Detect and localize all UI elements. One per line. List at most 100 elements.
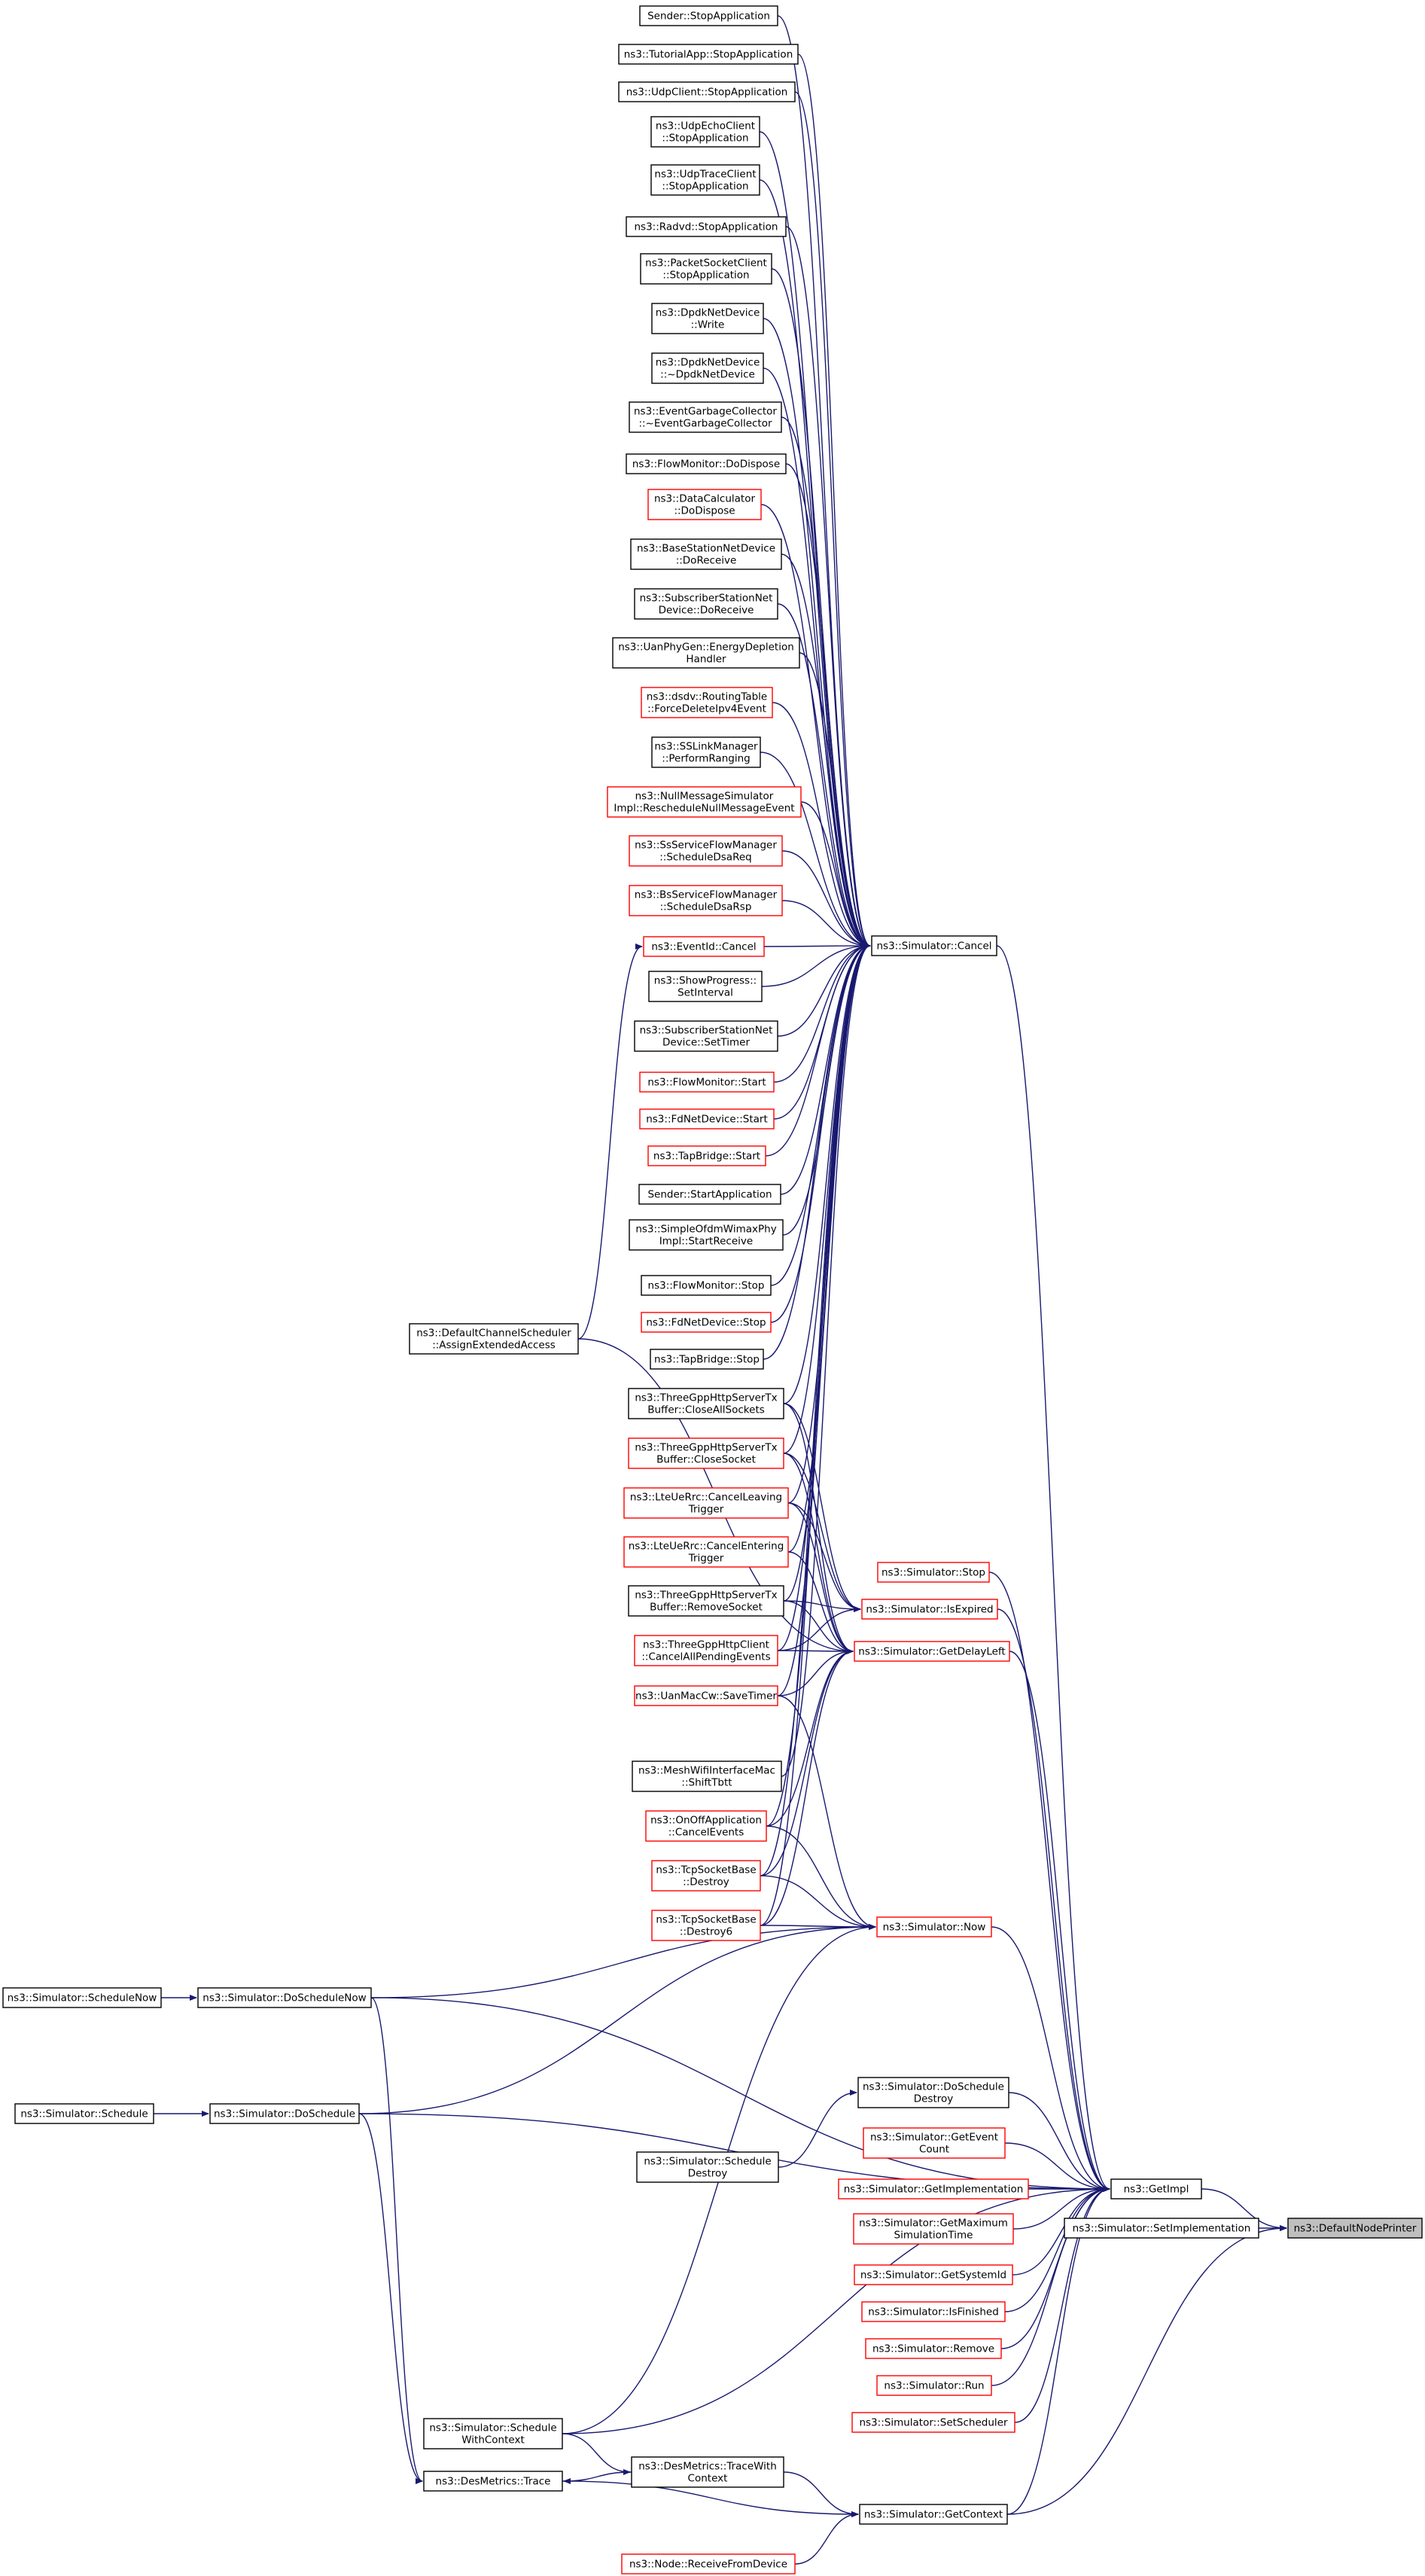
graph-node-eventid-cancel[interactable]: ns3::EventId::Cancel	[643, 936, 765, 957]
graph-node-desmetrics-trace[interactable]: ns3::DesMetrics::Trace	[423, 2471, 563, 2492]
graph-node-radvd-stop[interactable]: ns3::Radvd::StopApplication	[626, 216, 787, 237]
call-edge	[799, 652, 871, 949]
call-edge	[777, 943, 871, 1037]
graph-node-packetsocket-stop[interactable]: ns3::PacketSocketClient::StopApplication	[640, 253, 772, 285]
graph-node-http-closeall[interactable]: ns3::ThreeGppHttpServerTxBuffer::CloseAl…	[628, 1388, 784, 1419]
node-label-line: ns3::Simulator::GetImplementation	[844, 2184, 1024, 2196]
graph-node-flowmon-dispose[interactable]: ns3::FlowMonitor::DoDispose	[626, 453, 787, 474]
graph-node-node-receive[interactable]: ns3::Node::ReceiveFromDevice	[621, 2553, 796, 2574]
node-box	[639, 5, 778, 26]
graph-node-flowmon-stop[interactable]: ns3::FlowMonitor::Stop	[641, 1275, 772, 1296]
graph-node-ssflow-dsareq[interactable]: ns3::SsServiceFlowManager::ScheduleDsaRe…	[629, 835, 783, 867]
node-label-line: Trigger	[688, 1504, 724, 1516]
node-box	[651, 1860, 761, 1892]
call-edge	[562, 2433, 631, 2475]
graph-node-sim-doschedulenow[interactable]: ns3::Simulator::DoScheduleNow	[197, 1987, 372, 2008]
graph-node-sim-remove[interactable]: ns3::Simulator::Remove	[865, 2338, 1002, 2359]
graph-node-simpleofdm[interactable]: ns3::SimpleOfdmWimaxPhyImpl::StartReceiv…	[629, 1219, 784, 1251]
call-edge	[763, 943, 871, 1360]
graph-node-http-removesock[interactable]: ns3::ThreeGppHttpServerTxBuffer::RemoveS…	[628, 1585, 784, 1617]
call-edge	[787, 1551, 854, 1654]
graph-node-http-closesock[interactable]: ns3::ThreeGppHttpServerTxBuffer::CloseSo…	[628, 1437, 784, 1469]
call-edge	[1004, 2186, 1110, 2312]
node-label-line: ::StopApplication	[662, 133, 748, 145]
graph-node-sim-schedule[interactable]: ns3::Simulator::Schedule	[14, 2103, 154, 2124]
call-edge	[794, 91, 871, 949]
graph-node-onoff-cancel[interactable]: ns3::OnOffApplication::CancelEvents	[645, 1810, 767, 1842]
call-edge	[771, 268, 871, 949]
node-label-line: ::~EventGarbageCollector	[638, 418, 772, 430]
graph-node-http-cancelall[interactable]: ns3::ThreeGppHttpClient::CancelAllPendin…	[634, 1635, 778, 1666]
graph-node-sim-run[interactable]: ns3::Simulator::Run	[876, 2375, 992, 2396]
call-edge	[760, 504, 871, 949]
graph-node-ssnd-receive[interactable]: ns3::SubscriberStationNetDevice::DoRecei…	[634, 588, 778, 620]
graph-node-sim-doschedule[interactable]: ns3::Simulator::DoSchedule	[209, 2103, 360, 2124]
graph-node-tcp-destroy6[interactable]: ns3::TcpSocketBase::Destroy6	[651, 1910, 761, 1941]
graph-node-egc-dtor[interactable]: ns3::EventGarbageCollector::~EventGarbag…	[629, 401, 782, 433]
node-label-line: Device::SetTimer	[662, 1037, 750, 1049]
graph-node-fdnet-stop[interactable]: ns3::FdNetDevice::Stop	[641, 1312, 772, 1333]
graph-node-sim-isexpired[interactable]: ns3::Simulator::IsExpired	[861, 1599, 998, 1620]
graph-node-sim-schedulenow[interactable]: ns3::Simulator::ScheduleNow	[2, 1987, 162, 2008]
graph-node-bsnd-receive[interactable]: ns3::BaseStationNetDevice::DoReceive	[630, 538, 782, 570]
graph-node-flowmon-start[interactable]: ns3::FlowMonitor::Start	[639, 1072, 775, 1093]
graph-node-datacalc-dispose[interactable]: ns3::DataCalculator::DoDispose	[647, 489, 762, 520]
graph-node-bsflow-dsarsp[interactable]: ns3::BsServiceFlowManager::ScheduleDsaRs…	[629, 885, 783, 916]
graph-node-sim-stop[interactable]: ns3::Simulator::Stop	[877, 1562, 990, 1583]
graph-node-sim-cancel[interactable]: ns3::Simulator::Cancel	[871, 935, 997, 956]
graph-node-sslink-ranging[interactable]: ns3::SSLinkManager::PerformRanging	[651, 736, 761, 768]
graph-node-sim-isfinished[interactable]: ns3::Simulator::IsFinished	[861, 2301, 1006, 2322]
call-edge	[577, 944, 643, 1340]
graph-node-udpclient-stop[interactable]: ns3::UdpClient::StopApplication	[618, 81, 796, 102]
graph-node-tapbridge-start[interactable]: ns3::TapBridge::Start	[647, 1145, 766, 1166]
graph-node-getimpl[interactable]: ns3::GetImpl	[1110, 2178, 1202, 2200]
graph-node-ssnd-settimer[interactable]: ns3::SubscriberStationNetDevice::SetTime…	[634, 1020, 778, 1052]
graph-node-sim-getimplementation[interactable]: ns3::Simulator::GetImplementation	[838, 2178, 1029, 2200]
graph-node-tutorial-stop[interactable]: ns3::TutorialApp::StopApplication	[618, 44, 799, 65]
graph-node-sim-setimplementation[interactable]: ns3::Simulator::SetImplementation	[1064, 2218, 1259, 2239]
graph-node-sim-getdelayleft[interactable]: ns3::Simulator::GetDelayLeft	[854, 1641, 1010, 1662]
node-label-line: Impl::StartReceive	[659, 1236, 753, 1248]
graph-node-nullmsg[interactable]: ns3::NullMessageSimulatorImpl::Reschedul…	[607, 786, 802, 818]
node-box	[871, 935, 997, 956]
graph-node-uanmac-savetimer[interactable]: ns3::UanMacCw::SaveTimer	[634, 1685, 778, 1706]
node-label-line: ns3::BaseStationNetDevice	[637, 543, 775, 555]
node-box	[209, 2103, 360, 2124]
node-box	[651, 1910, 761, 1941]
call-edge	[781, 850, 871, 949]
graph-node-dpdk-write[interactable]: ns3::DpdkNetDevice::Write	[651, 303, 764, 334]
call-edge	[562, 2186, 1110, 2434]
graph-node-sender-startapp[interactable]: Sender::StartApplication	[638, 1184, 781, 1205]
graph-node-showprogress[interactable]: ns3::ShowProgress::SetInterval	[648, 971, 763, 1002]
graph-node-meshwifi-shift[interactable]: ns3::MeshWifiInterfaceMac::ShiftTbtt	[632, 1761, 782, 1792]
node-label-line: ns3::DpdkNetDevice	[656, 307, 760, 319]
graph-node-sim-getsystemid[interactable]: ns3::Simulator::GetSystemId	[854, 2264, 1013, 2285]
graph-node-sim-now[interactable]: ns3::Simulator::Now	[876, 1916, 992, 1937]
graph-node-stopapp-sender[interactable]: Sender::StopApplication	[639, 5, 778, 26]
node-label-line: Sender::StopApplication	[647, 11, 770, 23]
graph-node-tcp-destroy[interactable]: ns3::TcpSocketBase::Destroy	[651, 1860, 761, 1892]
graph-node-dsdv-force[interactable]: ns3::dsdv::RoutingTable::ForceDeleteIpv4…	[641, 687, 773, 718]
node-label-line: ns3::FdNetDevice::Start	[646, 1114, 768, 1126]
graph-node-udptrace-stop[interactable]: ns3::UdpTraceClient::StopApplication	[650, 164, 760, 196]
node-label-line: ns3::FdNetDevice::Stop	[646, 1317, 766, 1329]
node-box	[628, 1388, 784, 1419]
graph-node-sim-getcontext[interactable]: ns3::Simulator::GetContext	[859, 2504, 1008, 2525]
graph-node-defaultchan[interactable]: ns3::DefaultChannelScheduler::AssignExte…	[409, 1323, 579, 1355]
graph-node-udpecho-stop[interactable]: ns3::UdpEchoClient::StopApplication	[650, 116, 760, 148]
graph-node-fdnet-start[interactable]: ns3::FdNetDevice::Start	[639, 1108, 775, 1129]
graph-node-sim-setscheduler[interactable]: ns3::Simulator::SetScheduler	[851, 2412, 1015, 2433]
node-label-line: ns3::DataCalculator	[654, 493, 756, 505]
graph-node-tapbridge-stop[interactable]: ns3::TapBridge::Stop	[650, 1349, 764, 1370]
graph-node-dpdk-dtor[interactable]: ns3::DpdkNetDevice::~DpdkNetDevice	[651, 352, 764, 384]
node-label-line: ::CancelAllPendingEvents	[641, 1651, 770, 1663]
